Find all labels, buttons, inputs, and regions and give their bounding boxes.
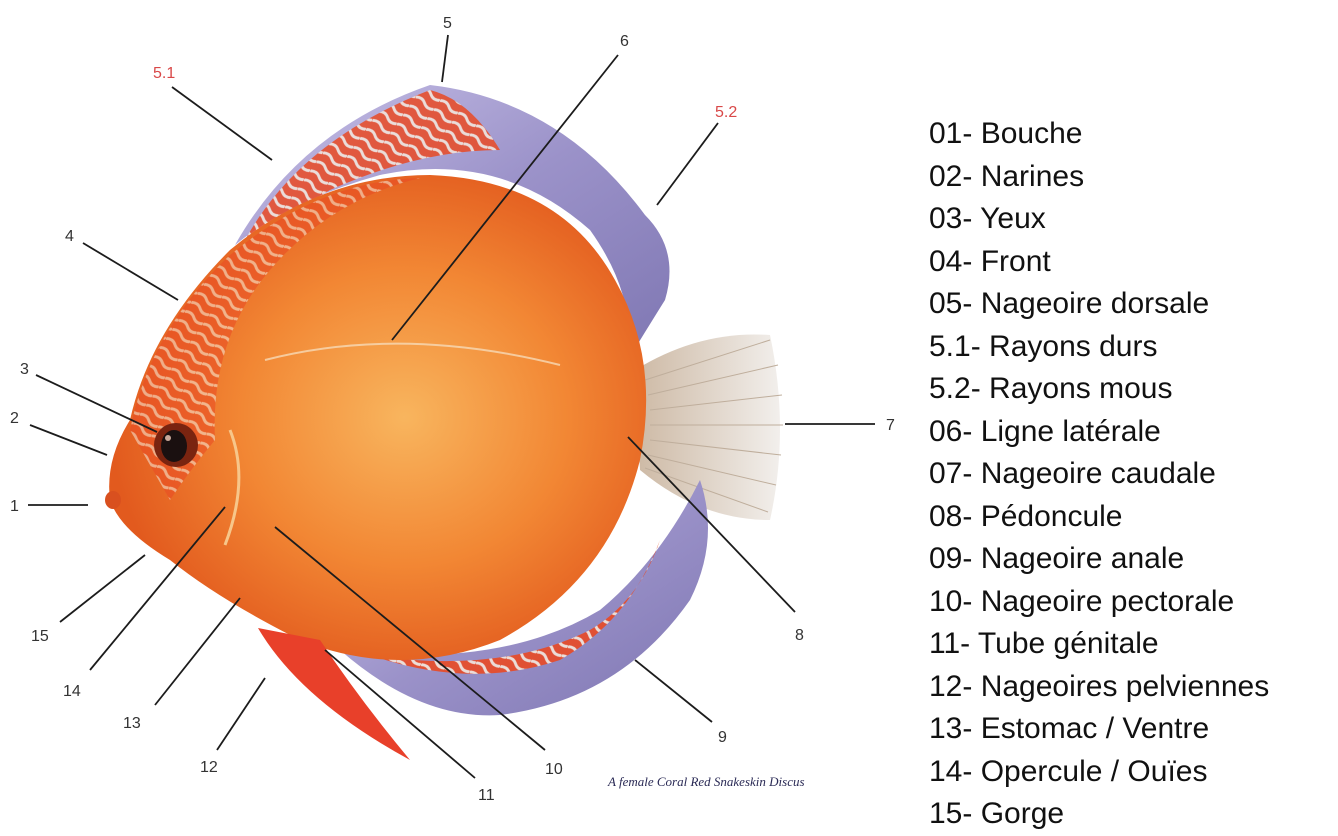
- legend-item-rayons-durs: 5.1- Rayons durs: [929, 326, 1269, 369]
- fish-mouth: [105, 491, 121, 509]
- legend-item-gorge: 15- Gorge: [929, 793, 1269, 836]
- callout-5: 5: [443, 15, 452, 32]
- image-caption: A female Coral Red Snakeskin Discus: [607, 774, 805, 789]
- legend-item-pedoncule: 08- Pédoncule: [929, 496, 1269, 539]
- callout-6: 6: [620, 33, 629, 50]
- legend-item-rayons-mous: 5.2- Rayons mous: [929, 368, 1269, 411]
- legend-item-nageoires-pelviennes: 12- Nageoires pelviennes: [929, 666, 1269, 709]
- caudal-fin-shape: [635, 334, 780, 520]
- callout-13: 13: [123, 715, 141, 732]
- callout-2: 2: [10, 410, 19, 427]
- legend-item-estomac-ventre: 13- Estomac / Ventre: [929, 708, 1269, 751]
- legend-item-tube-genitale: 11- Tube génitale: [929, 623, 1269, 666]
- leader-line-12: [217, 678, 265, 750]
- leader-line-5-1: [172, 87, 272, 160]
- fish-eye-pupil: [161, 430, 187, 462]
- legend-item-narines: 02- Narines: [929, 156, 1269, 199]
- callout-3: 3: [20, 361, 29, 378]
- callout-14: 14: [63, 683, 81, 700]
- callout-11: 11: [478, 787, 495, 804]
- leader-line-15: [60, 555, 145, 622]
- legend-item-ligne-laterale: 06- Ligne latérale: [929, 411, 1269, 454]
- callout-5-2: 5.2: [715, 104, 737, 121]
- fish-eye-highlight: [165, 435, 171, 441]
- leader-line-2: [30, 425, 107, 455]
- leader-line-5: [442, 35, 448, 82]
- legend-item-nageoire-dorsale: 05- Nageoire dorsale: [929, 283, 1269, 326]
- callout-9: 9: [718, 729, 727, 746]
- leader-line-9: [635, 660, 712, 722]
- callout-10: 10: [545, 761, 563, 778]
- legend-item-nageoire-pectorale: 10- Nageoire pectorale: [929, 581, 1269, 624]
- legend-item-nageoire-caudale: 07- Nageoire caudale: [929, 453, 1269, 496]
- callout-15: 15: [31, 628, 49, 645]
- callout-1: 1: [10, 498, 19, 515]
- callout-8: 8: [795, 627, 804, 644]
- leader-line-13: [155, 598, 240, 705]
- callout-12: 12: [200, 759, 218, 776]
- legend-item-opercule-ouies: 14- Opercule / Ouïes: [929, 751, 1269, 794]
- callout-4: 4: [65, 228, 74, 245]
- leader-line-5-2: [657, 123, 718, 205]
- callout-7: 7: [886, 417, 895, 434]
- legend-item-front: 04- Front: [929, 241, 1269, 284]
- legend-item-nageoire-anale: 09- Nageoire anale: [929, 538, 1269, 581]
- legend-item-bouche: 01- Bouche: [929, 113, 1269, 156]
- discus-fish-illustration: [105, 85, 783, 760]
- leader-line-4: [83, 243, 178, 300]
- callout-5-1: 5.1: [153, 65, 175, 82]
- legend-item-yeux: 03- Yeux: [929, 198, 1269, 241]
- anatomy-legend: 01- Bouche 02- Narines 03- Yeux 04- Fron…: [929, 113, 1269, 836]
